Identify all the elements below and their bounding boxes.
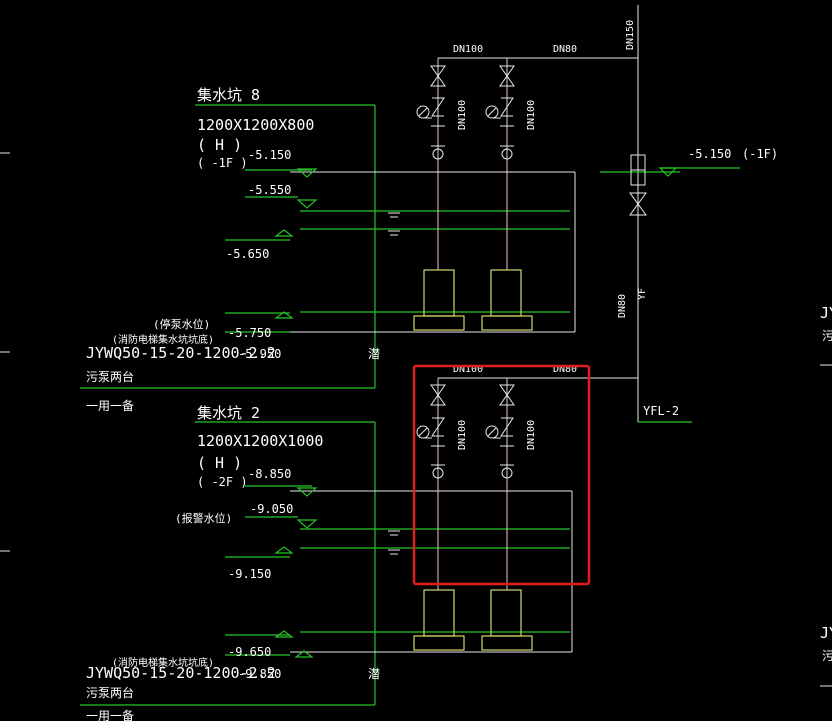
lower-pump-2-dn: DN100 <box>526 420 537 450</box>
lower-pit-body <box>274 487 573 658</box>
edge-right-top-2: 污 <box>822 329 832 343</box>
upper-level-1: -5.150 <box>248 148 291 162</box>
lower-level-3: -9.150 <box>228 567 271 581</box>
upper-pit-dims: 1200X1200X800 <box>197 116 314 134</box>
upper-pump-1-dn: DN100 <box>457 100 468 130</box>
upper-submersible: 潜 <box>368 347 380 361</box>
upper-pump-1[interactable] <box>413 58 465 331</box>
upper-pit-leaders <box>80 104 376 389</box>
edge-right-bottom-2: 污 <box>822 649 832 663</box>
lower-float-note: (消防电梯集水坑坑底) <box>112 656 214 669</box>
lower-level-4: -9.650 <box>228 645 271 659</box>
upper-level-3: -5.650 <box>226 247 269 261</box>
upper-pump-note: 污泵两台 <box>86 369 134 384</box>
upper-level-2: -5.550 <box>248 183 291 197</box>
lower-submersible: 潜 <box>368 667 380 681</box>
lower-pump-1[interactable] <box>413 378 465 651</box>
edge-right-bottom: JY <box>820 624 832 642</box>
lower-level-2: -9.050 <box>250 502 293 516</box>
pipe-label-yfl2: YFL-2 <box>643 404 679 418</box>
lower-duty: 一用一备 <box>86 709 134 721</box>
lower-pump-2[interactable] <box>481 378 533 651</box>
upper-duty: 一用一备 <box>86 399 134 413</box>
right-floor-label: (-1F) <box>742 147 778 161</box>
pipe-label-dn100-b: DN100 <box>453 364 483 375</box>
lower-pump-1-dn: DN100 <box>457 420 468 450</box>
upper-pit-floor: ( -1F ) <box>197 156 248 170</box>
pipe-label-dn100-a: DN100 <box>453 44 483 55</box>
lower-depth-value: -9.850 <box>238 667 281 681</box>
upper-level-4: -5.750 <box>228 326 271 340</box>
upper-float-note: (消防电梯集水坑坑底) <box>112 333 214 346</box>
upper-pump-2[interactable] <box>481 58 533 331</box>
upper-pit-body <box>274 168 576 333</box>
lower-pump-note: 污泵两台 <box>86 685 134 700</box>
right-level-value: -5.150 <box>688 147 731 161</box>
upper-pump-model: JYWQ50-15-20-1200-2.2 <box>86 344 276 362</box>
pipe-label-dn150: DN150 <box>625 20 636 50</box>
lower-pit-leaders <box>80 421 376 706</box>
pipe-label-dn80-riser: DN80 <box>617 294 628 318</box>
pipe-label-dn80-b: DN80 <box>553 364 577 375</box>
upper-depth-value: -5.950 <box>238 347 281 361</box>
highlight-box <box>412 364 591 586</box>
lower-pit-name: 集水坑 2 <box>197 404 260 422</box>
edge-right-top: JY <box>820 304 832 322</box>
lower-pit-dims: 1200X1200X1000 <box>197 432 323 450</box>
lower-pit-h: ( H ) <box>197 454 242 472</box>
upper-pump-2-dn: DN100 <box>526 100 537 130</box>
upper-pit-name: 集水坑 8 <box>197 86 260 104</box>
left-edge-ticks <box>0 152 10 552</box>
pipe-label-dn80-a: DN80 <box>553 44 577 55</box>
lower-level-1: -8.850 <box>248 467 291 481</box>
lower-pump-model: JYWQ50-15-20-1200-2.2 <box>86 664 276 682</box>
upper-stop-level-label: (停泵水位) <box>153 317 210 331</box>
lower-alarm-level-label: (报警水位) <box>175 511 232 525</box>
main-riser[interactable] <box>438 5 692 423</box>
upper-pit-h: ( H ) <box>197 136 242 154</box>
right-level-marker <box>658 167 740 177</box>
lower-pit-floor: ( -2F ) <box>197 475 248 489</box>
pipe-label-yf: YF <box>637 288 648 300</box>
